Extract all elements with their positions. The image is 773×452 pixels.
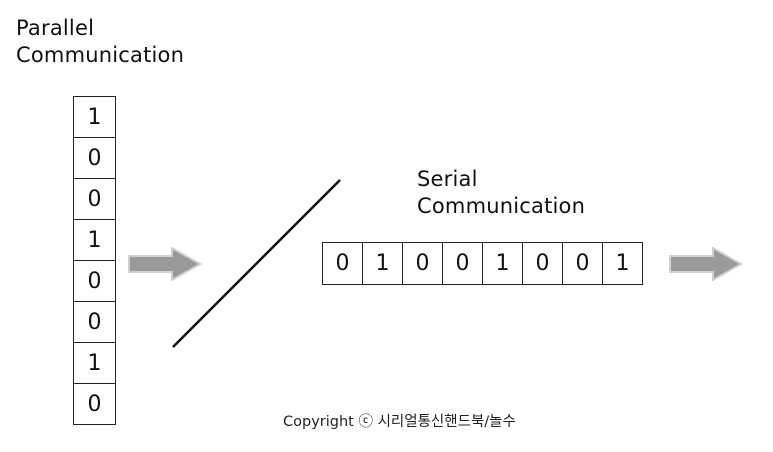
copyright-text: Copyright ⓒ 시리얼통신핸드북/놀수 [283, 414, 516, 430]
serial-bit-cell: 0 [442, 242, 483, 285]
serial-title-line1: Serial [417, 167, 478, 191]
serial-bit-cell: 0 [562, 242, 603, 285]
serial-bit-cell: 0 [322, 242, 363, 285]
parallel-bit-cell: 0 [73, 383, 116, 425]
parallel-bit-cell: 0 [73, 301, 116, 343]
serial-bit-cell: 0 [402, 242, 443, 285]
parallel-bit-cell: 0 [73, 178, 116, 220]
parallel-title-line2: Communication [16, 43, 185, 67]
right-arrow-icon [128, 247, 202, 281]
serial-bit-row: 0 1 0 0 1 0 0 1 [322, 242, 643, 285]
parallel-bit-cell: 1 [73, 219, 116, 261]
parallel-bit-cell: 0 [73, 137, 116, 179]
right-arrow-icon [669, 247, 743, 281]
serial-bit-cell: 1 [362, 242, 403, 285]
serial-communication-title: Serial Communication [417, 166, 585, 220]
serial-bit-cell: 0 [522, 242, 563, 285]
parallel-bit-column: 1 0 0 1 0 0 1 0 [73, 96, 116, 425]
serial-title-line2: Communication [417, 194, 586, 218]
parallel-bit-cell: 0 [73, 260, 116, 302]
parallel-communication-title: Parallel Communication [16, 15, 184, 69]
serial-bit-cell: 1 [482, 242, 523, 285]
serial-bit-cell: 1 [602, 242, 643, 285]
divider-line [172, 179, 341, 348]
parallel-bit-cell: 1 [73, 342, 116, 384]
parallel-title-line1: Parallel [16, 16, 95, 40]
parallel-bit-cell: 1 [73, 96, 116, 138]
